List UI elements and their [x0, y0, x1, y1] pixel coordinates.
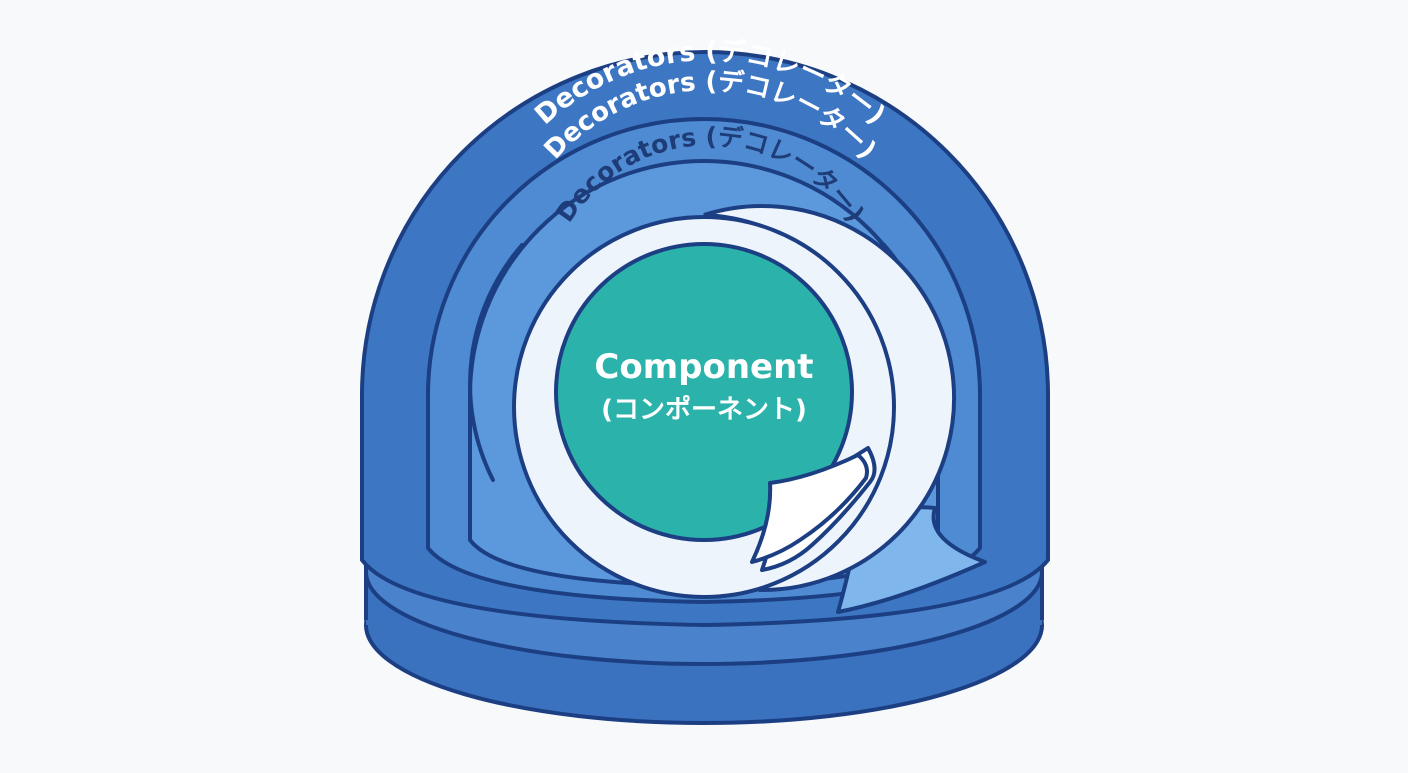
component-core — [554, 242, 854, 542]
component-subtitle: (コンポーネント) — [601, 394, 807, 425]
core-peel — [750, 453, 869, 564]
inner-arc-left — [468, 243, 524, 482]
component-title: Component — [594, 347, 813, 387]
